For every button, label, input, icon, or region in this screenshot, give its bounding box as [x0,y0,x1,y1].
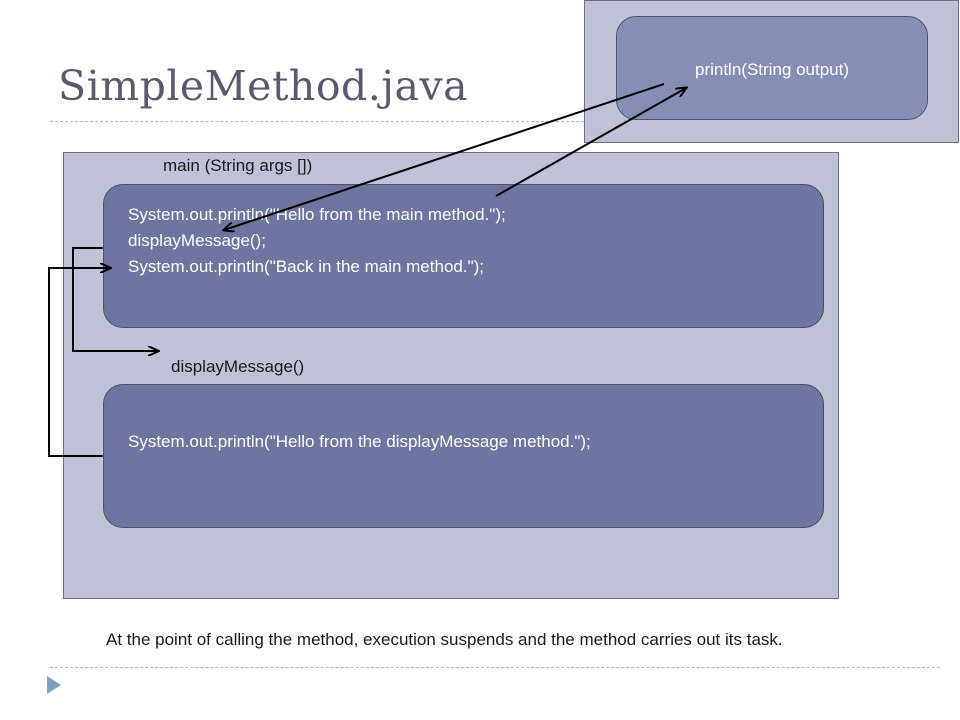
display-message-code-line: System.out.println("Hello from the displ… [128,432,591,451]
main-code-line: System.out.println("Hello from the main … [128,205,506,224]
display-message-method-label: displayMessage() [171,357,305,376]
main-method-label: main (String args []) [163,156,313,175]
println-method-label: println(String output) [694,60,850,79]
main-code-line: System.out.println("Back in the main met… [128,257,484,276]
footer-divider [50,667,940,668]
bullet-triangle-icon [47,676,61,694]
display-message-method-box [103,384,824,528]
slide-caption: At the point of calling the method, exec… [106,630,783,649]
slide-title: SimpleMethod.java [58,62,469,110]
main-code-line: displayMessage(); [128,231,266,250]
